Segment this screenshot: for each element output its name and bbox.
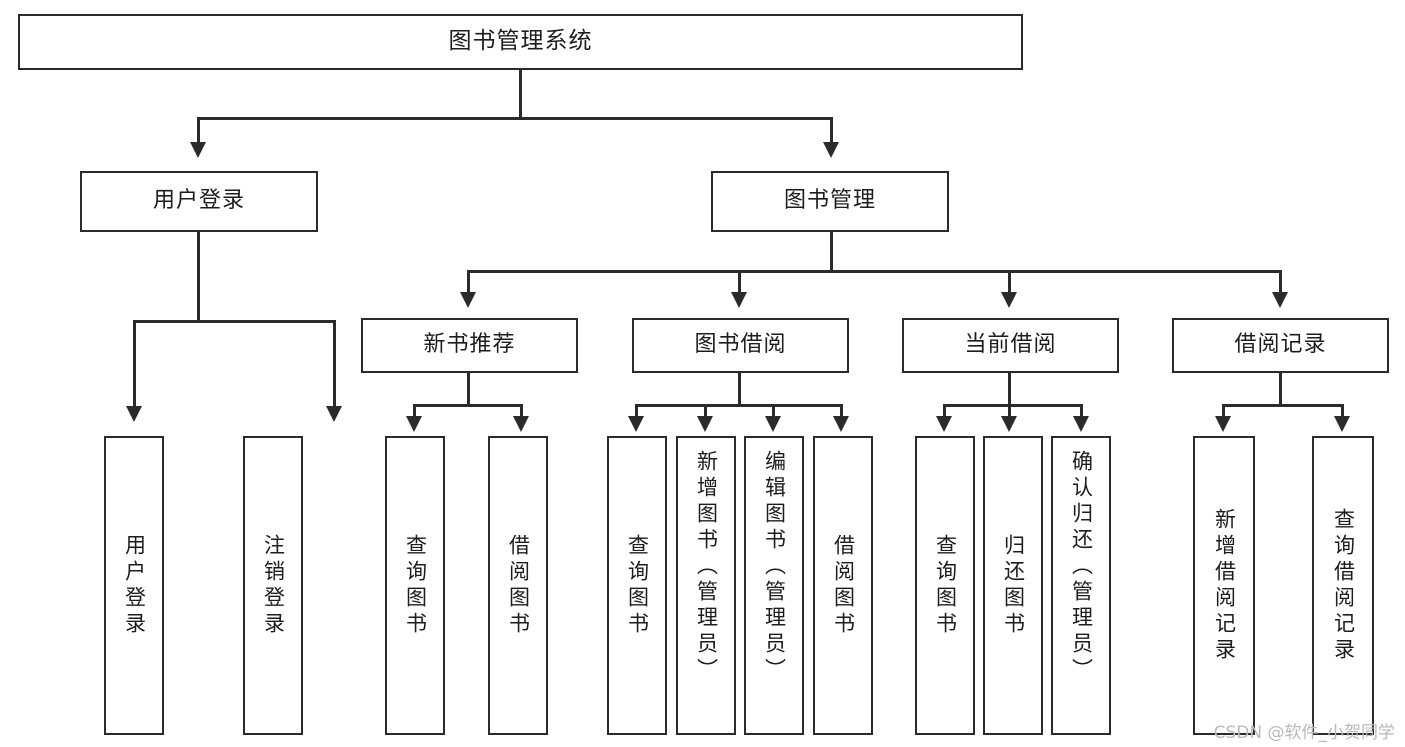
arrow-book-manage-new-book-rec [460, 292, 476, 308]
leaf-logout[interactable]: 注销登录 [243, 436, 303, 735]
arrow-book-manage-borrow-record [1272, 292, 1288, 308]
arrow-new-book-rec-leaf-2 [513, 416, 529, 432]
watermark: CSDN @软件_小贺同学 [1213, 723, 1395, 743]
edge-new-book-rec-drop-2 [520, 404, 523, 418]
edge-root-bus [197, 117, 833, 120]
node-book-manage[interactable]: 图书管理 [711, 171, 949, 232]
node-user-login[interactable]: 用户登录 [80, 171, 318, 232]
node-new-book-rec[interactable]: 新书推荐 [361, 318, 578, 373]
edge-new-book-rec-bus [413, 404, 523, 407]
arrow-new-book-rec-leaf-1 [406, 416, 422, 432]
arrow-book-manage-current-borrow [1001, 292, 1017, 308]
leaf-query-book-c-label: 查询图书 [933, 533, 958, 638]
edge-user-login-stem [197, 232, 200, 322]
node-current-borrow[interactable]: 当前借阅 [902, 318, 1119, 373]
edge-book-borrow-bus [635, 404, 843, 407]
node-new-book-rec-label: 新书推荐 [423, 332, 516, 358]
node-user-login-label: 用户登录 [152, 188, 245, 214]
leaf-return-book-label: 归还图书 [1001, 533, 1026, 638]
edge-new-book-rec-stem [467, 373, 470, 406]
edge-current-borrow-drop-1 [943, 404, 946, 418]
leaf-query-book-a-label: 查询图书 [403, 533, 428, 638]
edge-book-borrow-drop-3 [772, 404, 775, 418]
arrow-book-manage-book-borrow [731, 292, 747, 308]
arrow-user-login-leaf-2 [326, 406, 342, 422]
edge-book-manage-bus [467, 270, 1282, 273]
edge-user-login-drop-1 [133, 320, 136, 408]
leaf-query-book-a[interactable]: 查询图书 [385, 436, 445, 735]
leaf-return-book[interactable]: 归还图书 [983, 436, 1043, 735]
arrow-current-borrow-leaf-3 [1073, 416, 1089, 432]
edge-book-manage-stem [830, 232, 833, 272]
arrow-current-borrow-leaf-2 [1001, 416, 1017, 432]
leaf-confirm-return[interactable]: 确认归还（管理员） [1051, 436, 1111, 735]
node-current-borrow-label: 当前借阅 [964, 332, 1057, 358]
arrow-user-login-leaf-1 [126, 406, 142, 422]
arrow-root-to-user-login [190, 142, 206, 158]
edge-borrow-record-bus [1222, 404, 1344, 407]
leaf-edit-book[interactable]: 编辑图书（管理员） [744, 436, 804, 735]
leaf-add-record[interactable]: 新增借阅记录 [1193, 436, 1255, 735]
edge-root-stem [519, 70, 522, 119]
arrow-current-borrow-leaf-1 [936, 416, 952, 432]
edge-new-book-rec-drop-1 [413, 404, 416, 418]
edge-book-borrow-stem [738, 373, 741, 406]
arrow-book-borrow-leaf-3 [765, 416, 781, 432]
edge-book-borrow-drop-4 [840, 404, 843, 418]
leaf-query-record-label: 查询借阅记录 [1331, 507, 1356, 664]
arrow-book-borrow-leaf-1 [628, 416, 644, 432]
leaf-logout-label: 注销登录 [261, 533, 286, 638]
edge-current-borrow-bus [943, 404, 1083, 407]
edge-borrow-record-drop-2 [1341, 404, 1344, 418]
leaf-borrow-book-a-label: 借阅图书 [506, 533, 531, 638]
leaf-query-book-b-label: 查询图书 [625, 533, 650, 638]
edge-root-to-book-manage [830, 117, 833, 144]
arrow-book-borrow-leaf-4 [833, 416, 849, 432]
edge-borrow-record-drop-1 [1222, 404, 1225, 418]
edge-book-manage-drop-1 [467, 270, 470, 294]
edge-book-borrow-drop-2 [704, 404, 707, 418]
leaf-query-book-c[interactable]: 查询图书 [915, 436, 975, 735]
leaf-borrow-book-b[interactable]: 借阅图书 [813, 436, 873, 735]
leaf-add-record-label: 新增借阅记录 [1212, 507, 1237, 664]
leaf-query-record[interactable]: 查询借阅记录 [1312, 436, 1374, 735]
edge-current-borrow-drop-2 [1008, 404, 1011, 418]
leaf-edit-book-label: 编辑图书（管理员） [762, 450, 787, 684]
edge-borrow-record-stem [1279, 373, 1282, 406]
leaf-add-book[interactable]: 新增图书（管理员） [676, 436, 736, 735]
leaf-user-login-label: 用户登录 [122, 533, 147, 638]
edge-current-borrow-stem [1008, 373, 1011, 406]
arrow-borrow-record-leaf-2 [1334, 416, 1350, 432]
edge-root-to-user-login [197, 117, 200, 144]
leaf-query-book-b[interactable]: 查询图书 [607, 436, 667, 735]
edge-user-login-drop-2 [333, 320, 336, 408]
node-root-label: 图书管理系统 [448, 28, 593, 55]
node-root[interactable]: 图书管理系统 [18, 14, 1023, 70]
leaf-confirm-return-label: 确认归还（管理员） [1069, 450, 1094, 684]
leaf-borrow-book-b-label: 借阅图书 [831, 533, 856, 638]
edge-book-borrow-drop-1 [635, 404, 638, 418]
node-book-manage-label: 图书管理 [783, 188, 876, 214]
leaf-add-book-label: 新增图书（管理员） [694, 450, 719, 684]
node-borrow-record-label: 借阅记录 [1234, 332, 1327, 358]
edge-book-manage-drop-2 [738, 270, 741, 294]
arrow-root-to-book-manage [823, 142, 839, 158]
node-borrow-record[interactable]: 借阅记录 [1172, 318, 1389, 373]
arrow-borrow-record-leaf-1 [1215, 416, 1231, 432]
node-book-borrow[interactable]: 图书借阅 [632, 318, 849, 373]
edge-user-login-bus [133, 320, 336, 323]
leaf-borrow-book-a[interactable]: 借阅图书 [488, 436, 548, 735]
node-book-borrow-label: 图书借阅 [694, 332, 787, 358]
edge-book-manage-drop-3 [1008, 270, 1011, 294]
edge-book-manage-drop-4 [1279, 270, 1282, 294]
arrow-book-borrow-leaf-2 [697, 416, 713, 432]
edge-current-borrow-drop-3 [1080, 404, 1083, 418]
leaf-user-login[interactable]: 用户登录 [104, 436, 164, 735]
